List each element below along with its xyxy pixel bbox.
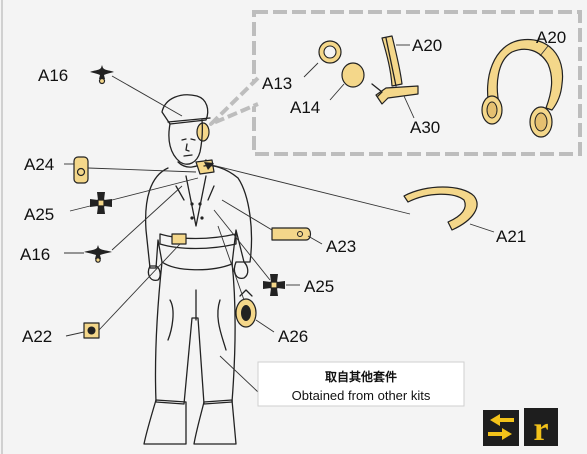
part-A23-tab — [271, 227, 312, 241]
note-chinese: 取自其他套件 — [325, 369, 397, 384]
part-A22-buckle — [83, 322, 100, 339]
part-A24-patch — [73, 156, 89, 184]
part-A30-clip — [371, 83, 419, 105]
part-A25-cross-right — [263, 274, 285, 296]
note-english: Obtained from other kits — [292, 388, 431, 403]
label-A25-left: A25 — [24, 205, 54, 224]
label-A24: A24 — [24, 155, 54, 174]
part-A25-cross-left — [90, 192, 112, 214]
swap-arrows-icon — [483, 410, 519, 446]
leader-lines — [87, 75, 495, 393]
part-A13-ring — [318, 40, 342, 64]
label-A25-right: A25 — [304, 277, 334, 296]
label-A14: A14 — [290, 98, 320, 117]
label-A30: A30 — [410, 118, 440, 137]
label-A23: A23 — [326, 237, 356, 256]
part-A26-badge — [235, 289, 257, 328]
part-A16-cap-eagle — [90, 65, 114, 85]
inset-panel — [209, 10, 582, 156]
label-A22: A22 — [22, 327, 52, 346]
brand-logo: r — [524, 408, 558, 448]
part-A21-strap — [403, 186, 478, 231]
kits-note: 取自其他套件 Obtained from other kits — [257, 361, 465, 407]
label-A20-strap: A20 — [412, 36, 442, 55]
part-labels: A16 A24 A25 A16 A22 A23 A25 A26 A21 A13 … — [20, 28, 566, 346]
label-A21: A21 — [496, 227, 526, 246]
label-A13: A13 — [262, 74, 292, 93]
brand-logo-text: r — [533, 411, 548, 448]
figure-soldier — [143, 94, 253, 445]
label-A26: A26 — [278, 327, 308, 346]
part-A20-headphones — [481, 38, 564, 138]
part-A20-strap — [381, 35, 403, 87]
label-A20-headphones: A20 — [536, 28, 566, 47]
label-A16-chest: A16 — [20, 245, 50, 264]
part-A14-disc — [341, 62, 365, 88]
label-A16-cap: A16 — [38, 66, 68, 85]
part-A16-chest-eagle — [84, 245, 112, 263]
